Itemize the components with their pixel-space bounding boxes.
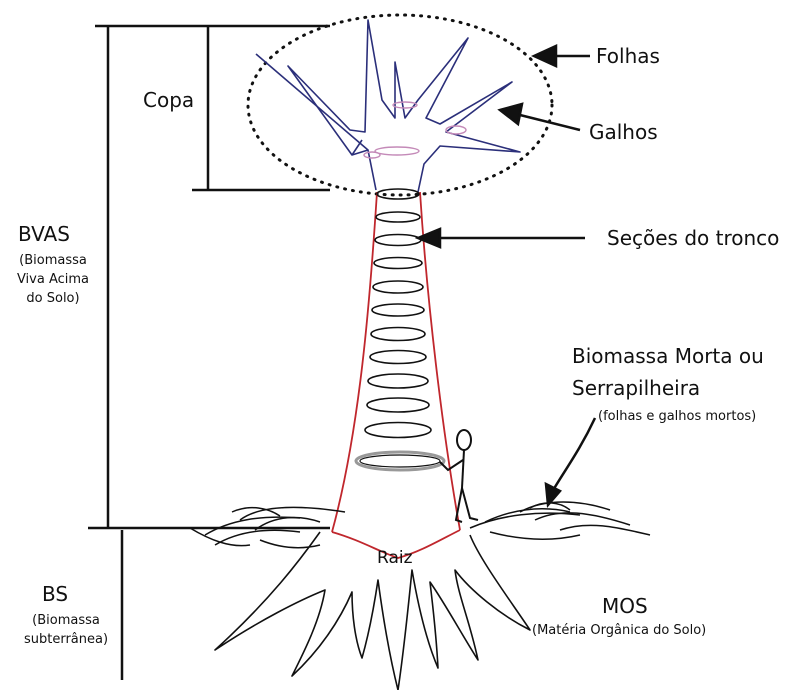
label-mos-sub: (Matéria Orgânica do Solo): [532, 622, 706, 641]
branches: [256, 20, 520, 192]
label-biomassa-morta-1: Biomassa Morta ou: [572, 344, 764, 368]
copa-bracket: [192, 26, 330, 190]
label-secoes-do-tronco: Seções do tronco: [607, 226, 779, 250]
bs-sub-line-2: subterrânea): [20, 631, 112, 650]
bs-sub-line-1: (Biomassa: [20, 612, 112, 631]
bvas-sub-line-3: do Solo): [8, 290, 98, 309]
bvas-sub-line-2: Viva Acima: [8, 271, 98, 290]
litter-right: [470, 502, 650, 539]
branch-junction-rings: [364, 102, 466, 158]
label-folhas: Folhas: [596, 44, 660, 68]
label-bvas-sub: (Biomassa Viva Acima do Solo): [8, 252, 98, 309]
label-bvas: BVAS: [18, 222, 70, 246]
label-bs: BS: [42, 582, 68, 606]
label-biomassa-morta-sub: (folhas e galhos mortos): [598, 408, 756, 427]
label-bs-sub: (Biomassa subterrânea): [20, 612, 112, 650]
label-raiz: Raiz: [377, 548, 413, 568]
roots: [215, 532, 530, 690]
label-mos: MOS: [602, 594, 648, 618]
label-biomassa-morta-2: Serrapilheira: [572, 376, 700, 400]
label-galhos: Galhos: [589, 120, 658, 144]
crown-ellipse: [248, 15, 552, 195]
label-copa: Copa: [143, 88, 194, 112]
bvas-sub-line-1: (Biomassa: [8, 252, 98, 271]
